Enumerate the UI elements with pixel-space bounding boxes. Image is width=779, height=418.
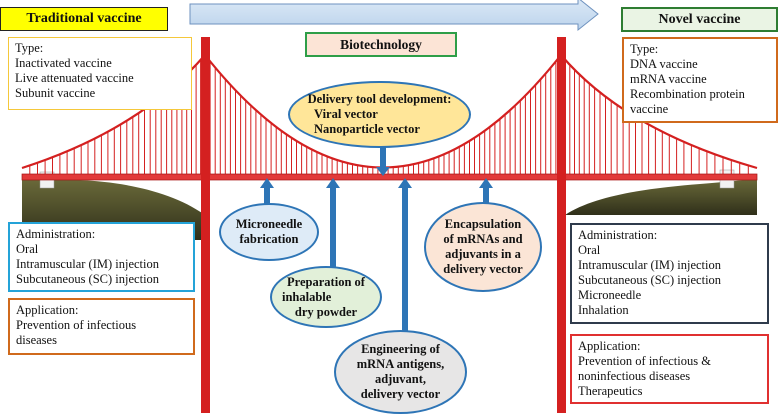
- delivery-tool-ellipse: Delivery tool development: Viral vector …: [288, 81, 471, 148]
- arrow-powder: [330, 186, 336, 278]
- encapsulation-line: Encapsulation: [444, 217, 522, 231]
- novel-application-box: Application: Prevention of infectious & …: [570, 334, 769, 404]
- novel-admin-line: Oral: [578, 243, 601, 257]
- right-tower: [557, 37, 566, 413]
- encapsulation-ellipse: Encapsulation of mRNAs and adjuvants in …: [424, 202, 542, 292]
- microneedle-ellipse: Microneedle fabrication: [219, 203, 319, 261]
- novel-admin-line: Microneedle: [578, 288, 642, 302]
- engineering-line: delivery vector: [360, 387, 441, 401]
- delivery-line: Viral vector: [314, 107, 378, 121]
- traditional-vaccine-title: Traditional vaccine: [0, 7, 168, 31]
- novel-app-line: Prevention of infectious &: [578, 354, 711, 368]
- encapsulation-line: of mRNAs and: [443, 232, 523, 246]
- biotechnology-label: Biotechnology: [305, 32, 457, 57]
- novel-type-line: vaccine: [630, 102, 669, 116]
- traditional-app-line: Application:: [16, 303, 79, 317]
- arrow-microneedle: [264, 186, 270, 206]
- traditional-admin-line: Subcutaneous (SC) injection: [16, 272, 160, 286]
- traditional-type-line: Live attenuated vaccine: [15, 71, 134, 85]
- dry-powder-ellipse: Preparation of inhalable dry powder: [270, 266, 382, 328]
- novel-app-line: Therapeutics: [578, 384, 643, 398]
- traditional-app-line: diseases: [16, 333, 57, 347]
- encapsulation-line: delivery vector: [443, 262, 523, 276]
- arrow-engineering: [402, 186, 408, 334]
- novel-admin-line: Intramuscular (IM) injection: [578, 258, 722, 272]
- novel-admin-line: Subcutaneous (SC) injection: [578, 273, 722, 287]
- novel-type-line: DNA vaccine: [630, 57, 698, 71]
- connector-arrows: [260, 145, 493, 334]
- powder-line: Preparation of: [287, 274, 365, 289]
- novel-app-line: noninfectious diseases: [578, 369, 691, 383]
- novel-vaccine-title: Novel vaccine: [621, 7, 778, 32]
- traditional-type-line: Type:: [15, 41, 44, 55]
- bridge-suspenders: [29, 60, 749, 175]
- microneedle-line: fabrication: [239, 232, 299, 246]
- traditional-admin-line: Administration:: [16, 227, 96, 241]
- novel-administration-box: Administration: Oral Intramuscular (IM) …: [570, 223, 769, 324]
- engineering-line: mRNA antigens,: [356, 357, 445, 371]
- delivery-line: Delivery tool development:: [307, 92, 452, 106]
- powder-line: inhalable: [282, 289, 332, 304]
- engineering-line: adjuvant,: [374, 372, 427, 386]
- novel-type-line: Type:: [630, 42, 659, 56]
- encapsulation-line: adjuvants in a: [445, 247, 521, 261]
- left-tower: [201, 37, 210, 413]
- novel-app-line: Application:: [578, 339, 641, 353]
- traditional-type-box: Type: Inactivated vaccine Live attenuate…: [8, 37, 192, 110]
- novel-type-box: Type: DNA vaccine mRNA vaccine Recombina…: [622, 37, 778, 123]
- novel-type-line: Recombination protein: [630, 87, 745, 101]
- engineering-line: Engineering of: [361, 342, 440, 356]
- novel-admin-line: Inhalation: [578, 303, 629, 317]
- traditional-application-box: Application: Prevention of infectious di…: [8, 298, 195, 355]
- traditional-type-line: Inactivated vaccine: [15, 56, 112, 70]
- right-hill: [565, 178, 757, 215]
- traditional-admin-line: Oral: [16, 242, 39, 256]
- traditional-administration-box: Administration: Oral Intramuscular (IM) …: [8, 222, 195, 292]
- traditional-type-line: Subunit vaccine: [15, 86, 96, 100]
- arrow-encapsulation: [483, 186, 489, 204]
- delivery-line: Nanoparticle vector: [314, 122, 420, 136]
- traditional-admin-line: Intramuscular (IM) injection: [16, 257, 160, 271]
- arrow-delivery: [380, 145, 386, 169]
- novel-admin-line: Administration:: [578, 228, 658, 242]
- powder-line: dry powder: [294, 304, 358, 319]
- traditional-app-line: Prevention of infectious: [16, 318, 137, 332]
- bridge-deck: [21, 173, 758, 181]
- engineering-ellipse: Engineering of mRNA antigens, adjuvant, …: [334, 330, 467, 414]
- progress-arrow: [189, 0, 599, 32]
- microneedle-line: Microneedle: [235, 217, 303, 231]
- novel-type-line: mRNA vaccine: [630, 72, 707, 86]
